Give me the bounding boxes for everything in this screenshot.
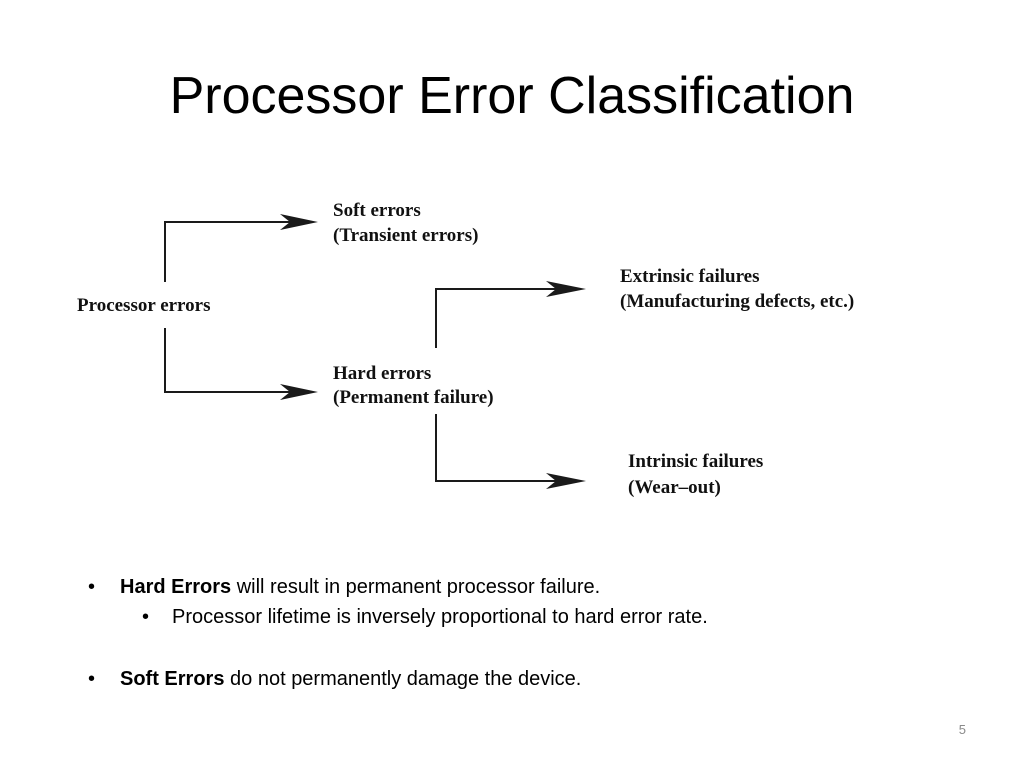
bullet-bold-term: Soft Errors [120, 668, 225, 690]
bullet-marker: • [142, 606, 150, 628]
arrowhead-soft [280, 214, 318, 230]
node-hard-errors-subtitle: (Permanent failure) [333, 387, 494, 408]
node-processor-errors: Processor errors [77, 295, 210, 316]
error-classification-diagram: Processor errors Soft errors (Transient … [77, 200, 854, 498]
bullet-bold-term: Hard Errors [120, 576, 232, 598]
connector-root-to-soft [164, 221, 292, 282]
connector-hard-to-intrinsic [435, 414, 558, 482]
bullet-text: Processor lifetime is inversely proporti… [172, 606, 708, 628]
bullet-hard-errors: • Hard Errors will result in permanent p… [88, 572, 601, 602]
bullet-text: will result in permanent processor failu… [231, 576, 601, 598]
node-soft-errors-title: Soft errors [333, 200, 421, 221]
arrowhead-extrinsic [546, 281, 586, 297]
connector-root-to-hard [164, 328, 292, 393]
connector-hard-to-extrinsic [435, 288, 558, 348]
bullet-soft-errors: • Soft Errors do not permanently damage … [88, 664, 582, 694]
node-soft-errors-subtitle: (Transient errors) [333, 225, 478, 246]
bullet-marker: • [88, 668, 96, 690]
bullet-text: do not permanently damage the device. [224, 668, 582, 690]
arrowhead-intrinsic [546, 473, 586, 489]
page-number: 5 [958, 722, 966, 737]
arrowhead-hard [280, 384, 318, 400]
bullet-processor-lifetime: • Processor lifetime is inversely propor… [142, 602, 708, 632]
node-intrinsic-title: Intrinsic failures [628, 451, 763, 472]
node-hard-errors-title: Hard errors [333, 363, 431, 384]
bullet-marker: • [88, 576, 96, 598]
node-extrinsic-title: Extrinsic failures [620, 266, 760, 287]
slide-title: Processor Error Classification [169, 67, 855, 125]
node-extrinsic-subtitle: (Manufacturing defects, etc.) [620, 291, 854, 312]
node-intrinsic-subtitle: (Wear–out) [628, 477, 721, 498]
